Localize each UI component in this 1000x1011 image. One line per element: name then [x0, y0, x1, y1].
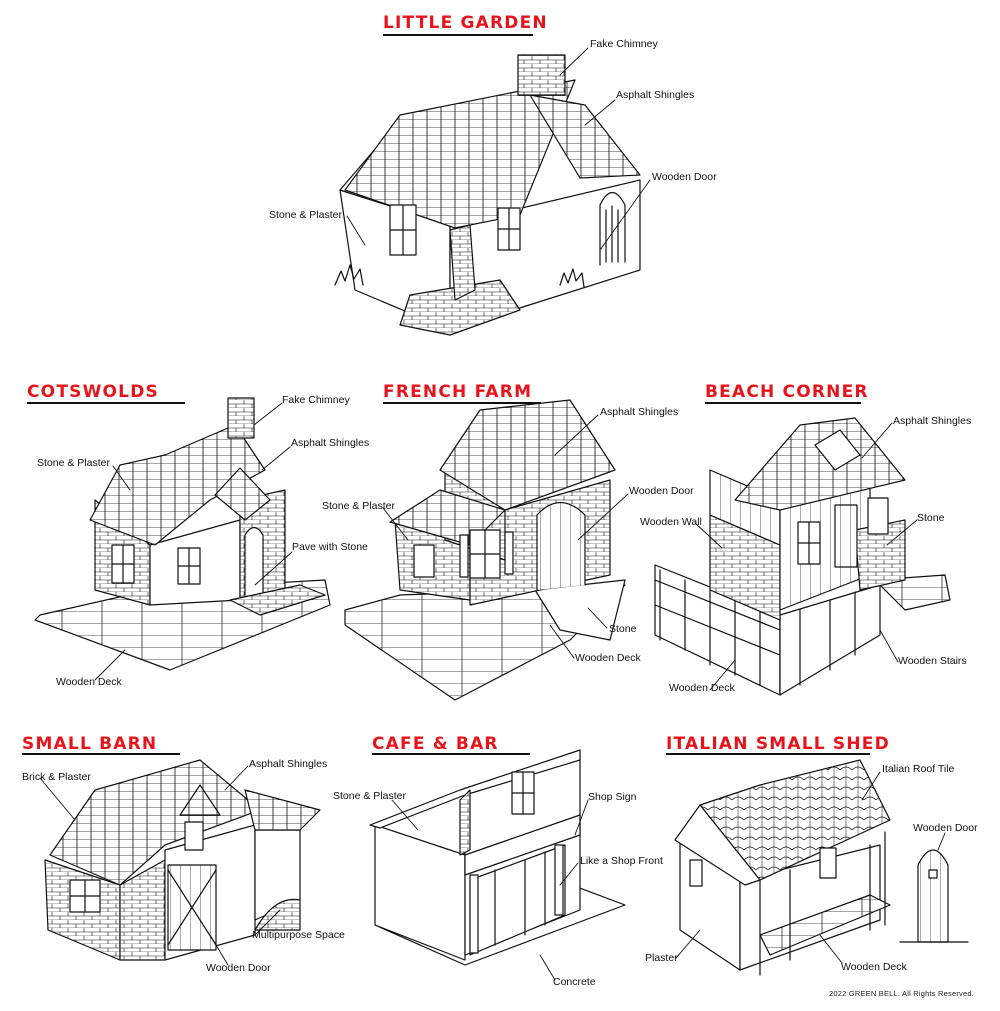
label-asphalt-shingles: Asphalt Shingles	[249, 758, 328, 770]
leader-lines	[40, 48, 945, 980]
label-wooden-deck: Wooden Deck	[56, 676, 122, 688]
label-shop-front: Like a Shop Front	[580, 855, 663, 867]
beach-corner-underline	[705, 402, 861, 404]
label-stone-plaster: Stone & Plaster	[269, 209, 342, 221]
label-fake-chimney: Fake Chimney	[282, 394, 350, 406]
cafe-bar-house	[370, 750, 625, 965]
italian-small-shed-underline	[666, 753, 870, 755]
label-wooden-wall: Wooden Wall	[640, 516, 702, 528]
label-stone-plaster: Stone & Plaster	[322, 500, 395, 512]
copyright-notice: 2022 GREEN BELL. All Rights Reserved.	[829, 989, 974, 998]
label-wooden-door: Wooden Door	[652, 171, 717, 183]
label-stone: Stone	[609, 623, 637, 635]
label-wooden-deck: Wooden Deck	[841, 961, 907, 973]
label-wooden-door: Wooden Door	[629, 485, 694, 497]
french-farm-title: FRENCH FARM	[383, 382, 533, 402]
beach-corner-title: BEACH CORNER	[705, 382, 869, 402]
label-multipurpose-space: Multipurpose Space	[252, 929, 345, 941]
small-barn-underline	[22, 753, 180, 755]
little-garden-house	[335, 55, 640, 335]
label-asphalt-shingles: Asphalt Shingles	[600, 406, 679, 418]
little-garden-title: LITTLE GARDEN	[383, 13, 548, 33]
french-farm-house	[345, 400, 625, 700]
cafe-bar-title: CAFE & BAR	[372, 734, 499, 754]
label-stone: Stone	[917, 512, 945, 524]
label-shop-sign: Shop Sign	[588, 791, 637, 803]
italian-small-shed-title: ITALIAN SMALL SHED	[666, 734, 890, 754]
label-wooden-door: Wooden Door	[913, 822, 978, 834]
label-wooden-deck: Wooden Deck	[669, 682, 735, 694]
french-farm-underline	[383, 402, 541, 404]
small-barn-title: SMALL BARN	[22, 734, 158, 754]
label-concrete: Concrete	[553, 976, 596, 988]
little-garden-underline	[383, 34, 533, 36]
beach-corner-house	[655, 418, 950, 695]
label-fake-chimney: Fake Chimney	[590, 38, 658, 50]
cotswolds-title: COTSWOLDS	[27, 382, 159, 402]
label-stone-plaster: Stone & Plaster	[37, 457, 110, 469]
cafe-bar-underline	[372, 753, 530, 755]
label-wooden-door: Wooden Door	[206, 962, 271, 974]
label-stone-plaster: Stone & Plaster	[333, 790, 406, 802]
italian-small-shed	[675, 760, 968, 975]
label-asphalt-shingles: Asphalt Shingles	[893, 415, 972, 427]
label-wooden-deck: Wooden Deck	[575, 652, 641, 664]
label-plaster: Plaster	[645, 952, 678, 964]
label-wooden-stairs: Wooden Stairs	[898, 655, 967, 667]
label-asphalt-shingles: Asphalt Shingles	[291, 437, 370, 449]
cotswolds-underline	[27, 402, 185, 404]
label-pave-with-stone: Pave with Stone	[292, 541, 368, 553]
label-brick-plaster: Brick & Plaster	[22, 771, 91, 783]
small-barn-house	[45, 760, 320, 960]
label-asphalt-shingles: Asphalt Shingles	[616, 89, 695, 101]
label-italian-roof-tile: Italian Roof Tile	[882, 763, 955, 775]
cotswolds-house	[35, 398, 330, 670]
